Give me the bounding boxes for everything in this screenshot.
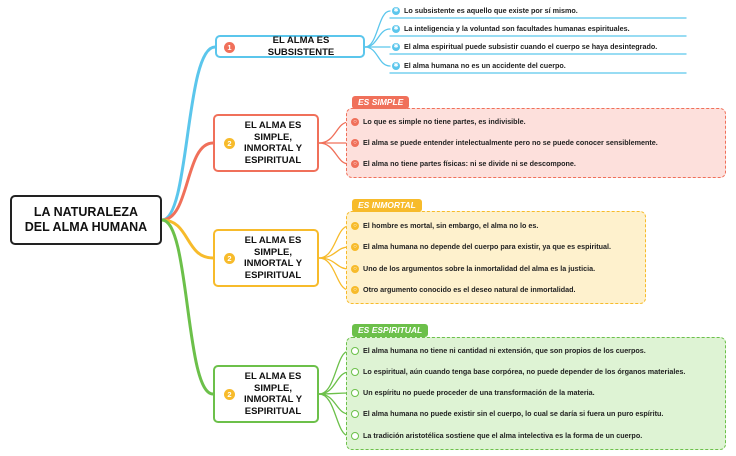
branch-subsistente[interactable]: 1 EL ALMA ES SUBSISTENTE: [215, 35, 365, 58]
connector-line: [318, 350, 350, 395]
root-topic[interactable]: LA NATURALEZA DEL ALMA HUMANA: [10, 195, 162, 245]
root-topic-line-1: LA NATURALEZA: [33, 205, 139, 219]
bullet-icon: [351, 347, 359, 355]
es-inmortal-tag: ES INMORTAL: [352, 199, 422, 212]
connector-line: [160, 218, 215, 396]
branch-title-line: EL ALMA ES: [244, 235, 302, 246]
connector-line: [318, 393, 350, 437]
bullet-icon: [351, 410, 359, 418]
bullet-icon: ○: [351, 160, 359, 168]
leaf-note[interactable]: La tradición aristotélica sostiene que e…: [363, 431, 643, 440]
branch-inmortal[interactable]: 2 EL ALMA ES SIMPLE, INMORTAL Y ESPIRITU…: [213, 229, 319, 287]
connector-line: [160, 141, 215, 222]
bullet-icon: ○: [351, 222, 359, 230]
bullet-icon: ✱: [392, 62, 400, 70]
leaf-note[interactable]: El alma espiritual puede subsistir cuand…: [404, 42, 658, 51]
bullet-icon: ✱: [392, 25, 400, 33]
connector-line: [318, 142, 350, 165]
leaf-note[interactable]: El hombre es mortal, sin embargo, el alm…: [363, 221, 539, 230]
branch-title-line: ESPIRITUAL: [244, 154, 302, 166]
es-inmortal-panel: [346, 211, 646, 304]
leaf-note[interactable]: Un espíritu no puede proceder de una tra…: [363, 388, 595, 397]
leaf-note[interactable]: Uno de los argumentos sobre la inmortali…: [363, 264, 596, 273]
connector-line: [364, 10, 391, 48]
leaf-note[interactable]: El alma humana no puede existir sin el c…: [363, 409, 664, 418]
connector-line: [318, 121, 350, 144]
connector-line: [318, 246, 350, 259]
leaf-note[interactable]: El alma no tiene partes físicas: ni se d…: [363, 159, 576, 168]
root-topic-line-2: DEL ALMA HUMANA: [24, 220, 148, 234]
leaf-note[interactable]: El alma se puede entender intelectualmen…: [363, 138, 658, 147]
bullet-icon: ✱: [392, 7, 400, 15]
branch-number-badge: 2: [224, 138, 235, 149]
branch-title-line: SIMPLE,: [253, 382, 292, 394]
branch-number-badge: 2: [224, 253, 235, 264]
branch-title-line: SIMPLE,: [253, 131, 292, 143]
leaf-note[interactable]: El alma humana no tiene ni cantidad ni e…: [363, 346, 646, 355]
connector-line: [318, 257, 350, 270]
es-simple-panel: [346, 108, 726, 178]
leaf-note[interactable]: Lo que es simple no tiene partes, es ind…: [363, 117, 526, 126]
leaf-note[interactable]: El alma humana no es un accidente del cu…: [404, 61, 566, 70]
connector-line: [160, 45, 217, 222]
bullet-icon: ○: [351, 286, 359, 294]
branch-title-line: INMORTAL Y: [243, 394, 303, 405]
branch-number-badge: 2: [224, 389, 235, 400]
es-espiritual-panel: [346, 337, 726, 450]
bullet-icon: ○: [351, 265, 359, 273]
leaf-note[interactable]: Lo espiritual, aún cuando tenga base cor…: [363, 367, 686, 376]
leaf-note[interactable]: Otro argumento conocido es el deseo natu…: [363, 285, 576, 294]
bullet-icon: [351, 368, 359, 376]
bullet-icon: ○: [351, 243, 359, 251]
branch-espiritual[interactable]: 2 EL ALMA ES SIMPLE, INMORTAL Y ESPIRITU…: [213, 365, 319, 423]
branch-title-line: EL ALMA ES: [244, 371, 302, 382]
es-simple-tag: ES SIMPLE: [352, 96, 410, 109]
bullet-icon: [351, 432, 359, 440]
connector-line: [364, 46, 391, 67]
branch-number-badge: 1: [224, 42, 235, 53]
bullet-icon: ○: [351, 139, 359, 147]
bullet-icon: ○: [351, 118, 359, 126]
branch-title: EL ALMA ES SUBSISTENTE: [267, 35, 335, 58]
branch-title-line: INMORTAL Y: [243, 143, 303, 154]
bullet-icon: ✱: [392, 43, 400, 51]
branch-title-line: ESPIRITUAL: [244, 269, 302, 281]
leaf-note[interactable]: El alma humana no depende del cuerpo par…: [363, 242, 612, 251]
bullet-icon: [351, 389, 359, 397]
branch-title-line: INMORTAL Y: [243, 258, 303, 269]
branch-title-line: ESPIRITUAL: [244, 405, 302, 417]
branch-simple[interactable]: 2 EL ALMA ES SIMPLE, INMORTAL Y ESPIRITU…: [213, 114, 319, 172]
leaf-note[interactable]: Lo subsistente es aquello que existe por…: [404, 6, 578, 15]
branch-title-line: EL ALMA ES: [244, 120, 302, 131]
connector-line: [160, 218, 215, 260]
branch-title-line: SIMPLE,: [253, 246, 292, 258]
es-espiritual-tag: ES ESPIRITUAL: [352, 324, 429, 337]
leaf-note[interactable]: La inteligencia y la voluntad son facult…: [404, 24, 630, 33]
